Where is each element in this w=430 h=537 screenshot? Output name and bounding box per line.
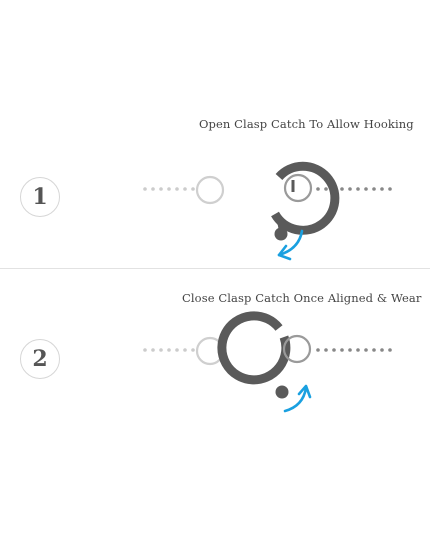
step-2-number: 2: [32, 346, 48, 372]
left-jump-ring: [195, 175, 225, 205]
step-2: Close Clasp Catch Once Aligned & Wear 2: [0, 268, 430, 537]
step-2-clasp-diagram: [143, 311, 392, 413]
clasp-catch-ball: [275, 385, 289, 399]
right-chain: [316, 348, 392, 352]
step-1-number-badge: 1: [20, 177, 60, 217]
step-1-clasp-diagram: [143, 161, 392, 261]
clasp-ring: [217, 311, 291, 385]
left-chain: [143, 348, 195, 352]
right-jump-ring: [283, 173, 313, 203]
clasp-ring: [271, 161, 340, 235]
right-chain: [316, 187, 392, 191]
step-2-caption: Close Clasp Catch Once Aligned & Wear: [182, 291, 422, 305]
step-2-number-badge: 2: [20, 339, 60, 379]
left-chain: [143, 187, 195, 191]
curved-arrow-up-right-icon: [283, 384, 312, 413]
step-1-caption: Open Clasp Catch To Allow Hooking: [199, 117, 414, 131]
step-1-number: 1: [32, 184, 48, 210]
step-1: Open Clasp Catch To Allow Hooking 1: [0, 0, 430, 268]
clasp-catch-ball: [274, 227, 288, 241]
right-jump-ring: [282, 334, 312, 364]
curved-arrow-down-left-icon: [277, 229, 304, 261]
section-divider: [0, 268, 430, 269]
clasp-catch-lever: [276, 215, 283, 232]
